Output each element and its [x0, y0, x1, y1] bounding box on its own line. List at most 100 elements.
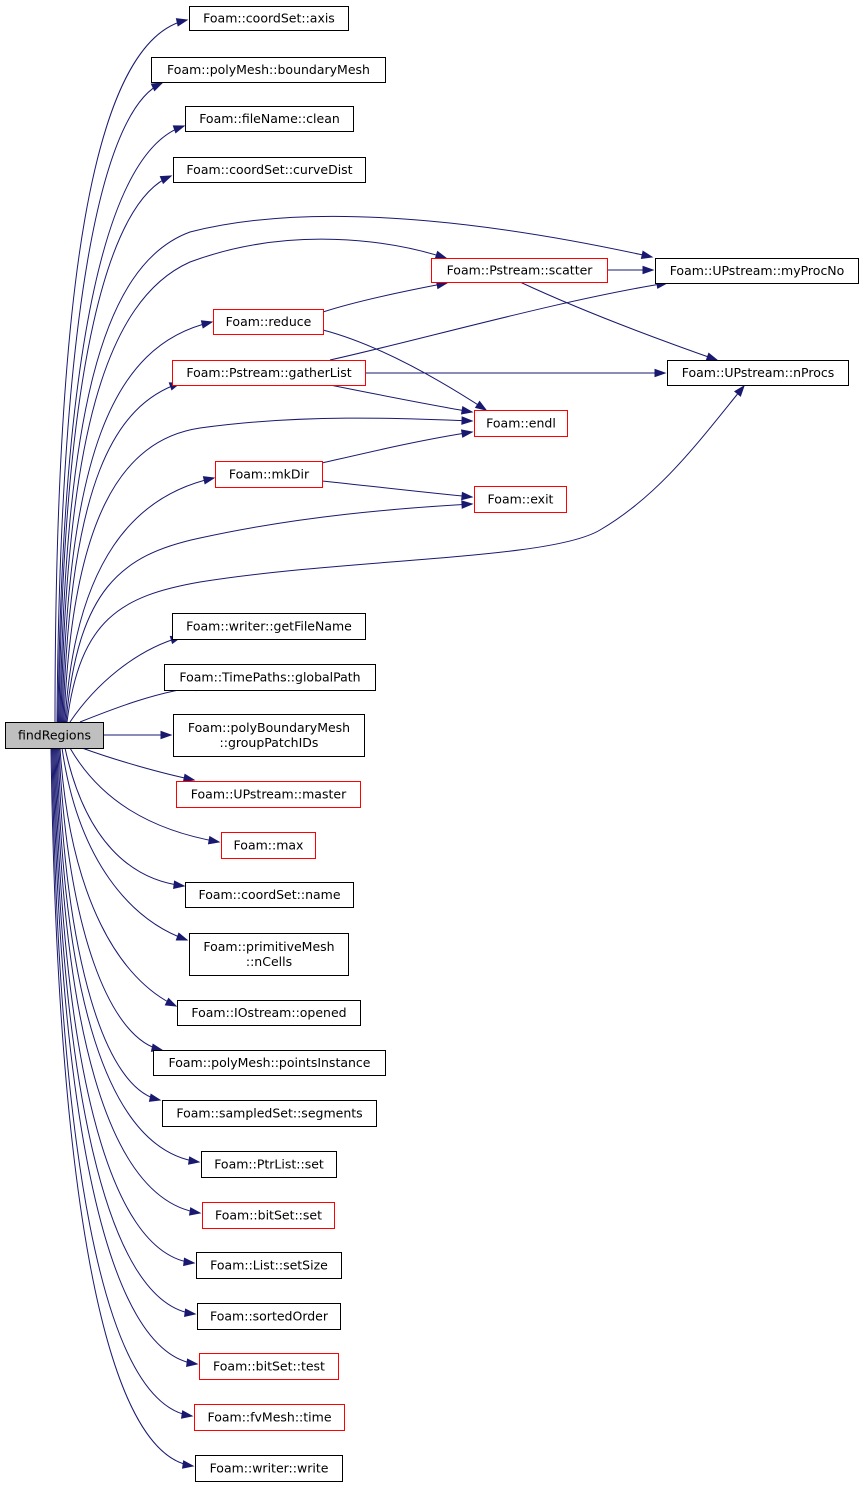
node-pointsInstance[interactable]: Foam::polyMesh::pointsInstance [153, 1050, 386, 1076]
node-boundaryMesh[interactable]: Foam::polyMesh::boundaryMesh [151, 57, 386, 83]
edge-line [322, 282, 448, 313]
node-label: Foam::sortedOrder [210, 1309, 329, 1324]
node-box [172, 360, 366, 386]
edge-root-to-name [64, 747, 186, 889]
node-curveDist[interactable]: Foam::coordSet::curveDist [173, 157, 366, 183]
node-write[interactable]: Foam::writer::write [195, 1455, 343, 1482]
edge-line [53, 747, 196, 1315]
edge-mkDir-to-exit [321, 480, 474, 501]
edge-arrowhead [172, 125, 186, 134]
node-label: Foam::primitiveMesh [203, 939, 334, 954]
edge-arrowhead [207, 835, 221, 845]
node-box [153, 1050, 386, 1076]
edge-layer [50, 18, 745, 1469]
edge-root-to-test [52, 747, 199, 1367]
node-box [197, 1303, 341, 1330]
edge-arrowhead [654, 368, 667, 378]
edge-line [57, 747, 161, 1101]
node-box [199, 1353, 339, 1380]
edge-line [63, 417, 473, 723]
node-opened[interactable]: Foam::IOstream::opened [177, 1000, 361, 1026]
edge-arrowhead [180, 1410, 194, 1419]
node-label: ::groupPatchIDs [220, 735, 319, 750]
edge-line [64, 747, 185, 887]
node-name[interactable]: Foam::coordSet::name [185, 882, 354, 908]
node-label: Foam::coordSet::axis [203, 11, 335, 26]
node-bitSetSet[interactable]: Foam::bitSet::set [202, 1202, 335, 1229]
node-max[interactable]: Foam::max [221, 832, 316, 859]
node-nCells[interactable]: Foam::primitiveMesh::nCells [189, 933, 349, 976]
edge-line [56, 82, 163, 723]
node-label: Foam::polyMesh::boundaryMesh [167, 62, 370, 77]
node-box [431, 258, 608, 283]
edge-arrowhead [200, 320, 214, 329]
edge-root-to-bitSetSet [55, 747, 202, 1216]
node-box [202, 1202, 335, 1229]
node-label: Foam::fileName::clean [199, 111, 340, 126]
edge-arrowhead [460, 429, 474, 438]
edge-line [60, 238, 447, 723]
node-axis[interactable]: Foam::coordSet::axis [189, 6, 349, 31]
edge-root-to-gatherList [62, 382, 182, 723]
edge-root-to-boundaryMesh [56, 82, 164, 723]
node-box [162, 1100, 377, 1127]
node-time[interactable]: Foam::fvMesh::time [194, 1404, 345, 1431]
edge-line [54, 747, 195, 1264]
edge-root-to-ptrListSet [56, 747, 201, 1165]
edge-arrowhead [175, 18, 189, 27]
node-scatter[interactable]: Foam::Pstream::scatter [431, 258, 608, 283]
edge-line [57, 125, 185, 723]
edge-line [54, 19, 188, 723]
node-box [164, 664, 376, 691]
edge-arrowhead [182, 773, 196, 783]
node-box [194, 1404, 345, 1431]
node-sortedOrder[interactable]: Foam::sortedOrder [197, 1303, 341, 1330]
node-master[interactable]: Foam::UPstream::master [176, 781, 361, 808]
node-label: Foam::sampledSet::segments [176, 1106, 362, 1121]
node-box [201, 1151, 337, 1178]
edge-root-to-nCells [61, 747, 189, 941]
node-label: Foam::mkDir [229, 467, 310, 482]
node-myProcNo[interactable]: Foam::UPstream::myProcNo [655, 258, 859, 284]
edge-scatter-to-myProcNo [607, 265, 655, 275]
node-gatherList[interactable]: Foam::Pstream::gatherList [172, 360, 366, 386]
node-endl[interactable]: Foam::endl [474, 410, 568, 437]
node-nProcs[interactable]: Foam::UPstream::nProcs [667, 360, 849, 386]
node-label: Foam::exit [488, 492, 554, 507]
edge-line [61, 747, 188, 941]
node-box [189, 933, 349, 976]
node-reduce[interactable]: Foam::reduce [213, 309, 324, 335]
node-box [215, 461, 323, 488]
node-clean[interactable]: Foam::fileName::clean [185, 106, 354, 132]
edge-arrowhead [159, 175, 173, 185]
node-label: Foam::bitSet::set [215, 1208, 322, 1223]
node-globalPath[interactable]: Foam::TimePaths::globalPath [164, 664, 376, 691]
node-getFileName[interactable]: Foam::writer::getFileName [172, 613, 366, 640]
node-test[interactable]: Foam::bitSet::test [199, 1353, 339, 1380]
node-box [177, 1000, 361, 1026]
edge-root-to-groupPatchIDs [103, 730, 173, 740]
edge-arrowhead [188, 1207, 202, 1216]
edge-root-to-sortedOrder [53, 747, 197, 1317]
node-groupPatchIDs[interactable]: Foam::polyBoundaryMesh::groupPatchIDs [173, 714, 365, 757]
edge-line [69, 747, 220, 843]
edge-arrowhead [183, 1257, 196, 1267]
edge-root-to-master [81, 747, 196, 783]
node-label: Foam::polyMesh::pointsInstance [169, 1055, 371, 1070]
edge-arrowhead [187, 1156, 201, 1165]
edge-line [322, 329, 487, 411]
edge-root-to-axis [54, 18, 189, 723]
node-mkDir[interactable]: Foam::mkDir [215, 461, 323, 488]
edge-arrowhead [461, 491, 474, 501]
edge-arrowhead [148, 1093, 162, 1102]
edge-arrowhead [705, 352, 719, 361]
edge-arrowhead [642, 265, 655, 275]
node-segments[interactable]: Foam::sampledSet::segments [162, 1100, 377, 1127]
node-box [173, 714, 365, 757]
node-ptrListSet[interactable]: Foam::PtrList::set [201, 1151, 337, 1178]
node-label: Foam::Pstream::gatherList [186, 365, 351, 380]
edge-line [59, 215, 653, 723]
node-exit[interactable]: Foam::exit [474, 486, 567, 513]
node-setSize[interactable]: Foam::List::setSize [196, 1252, 342, 1279]
node-box [221, 832, 316, 859]
